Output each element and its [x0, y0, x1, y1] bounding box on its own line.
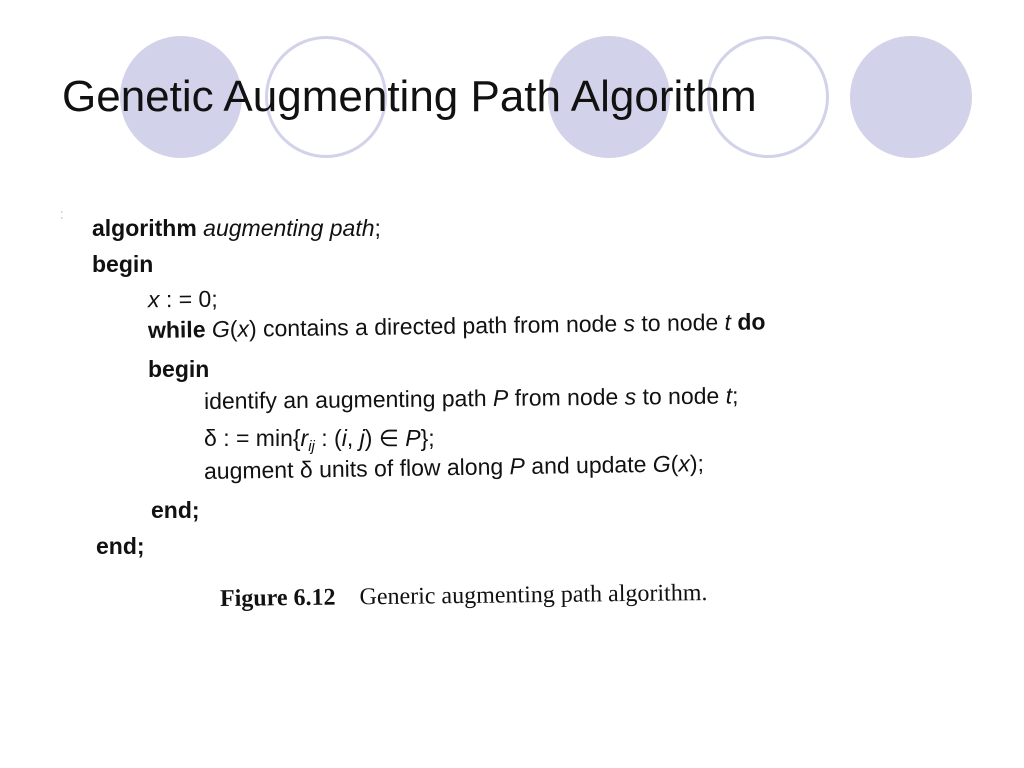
- algorithm-line-delta: δ : = min{rij : (i, j) ∈ P};: [204, 425, 435, 455]
- figure-caption-text: Generic augmenting path algorithm.: [359, 580, 708, 611]
- algorithm-line-inner-begin: begin: [148, 356, 210, 382]
- algorithm-line-inner-end: end;: [151, 497, 200, 523]
- decorative-circles: [0, 0, 1024, 200]
- algorithm-line-while: while G(x) contains a directed path from…: [147, 308, 766, 343]
- decor-circle: [548, 36, 670, 158]
- algorithm-line-end: end;: [96, 533, 145, 559]
- algorithm-line-begin: begin: [92, 251, 154, 277]
- scan-speck: ··: [60, 206, 64, 224]
- decor-ring: [265, 36, 387, 158]
- algorithm-line-init: x : = 0;: [147, 285, 218, 313]
- decor-ring: [707, 36, 829, 158]
- algorithm-figure: ·· algorithm augmenting path; begin x : …: [60, 205, 960, 625]
- algorithm-line-identify: identify an augmenting path P from node …: [203, 382, 739, 414]
- slide-title: Genetic Augmenting Path Algorithm: [62, 72, 757, 121]
- figure-number: Figure 6.12: [219, 584, 336, 612]
- algorithm-line-header: algorithm augmenting path;: [92, 215, 381, 241]
- algorithm-line-augment: augment δ units of flow along P and upda…: [203, 450, 705, 484]
- decor-circle: [850, 36, 972, 158]
- decor-circle: [120, 36, 242, 158]
